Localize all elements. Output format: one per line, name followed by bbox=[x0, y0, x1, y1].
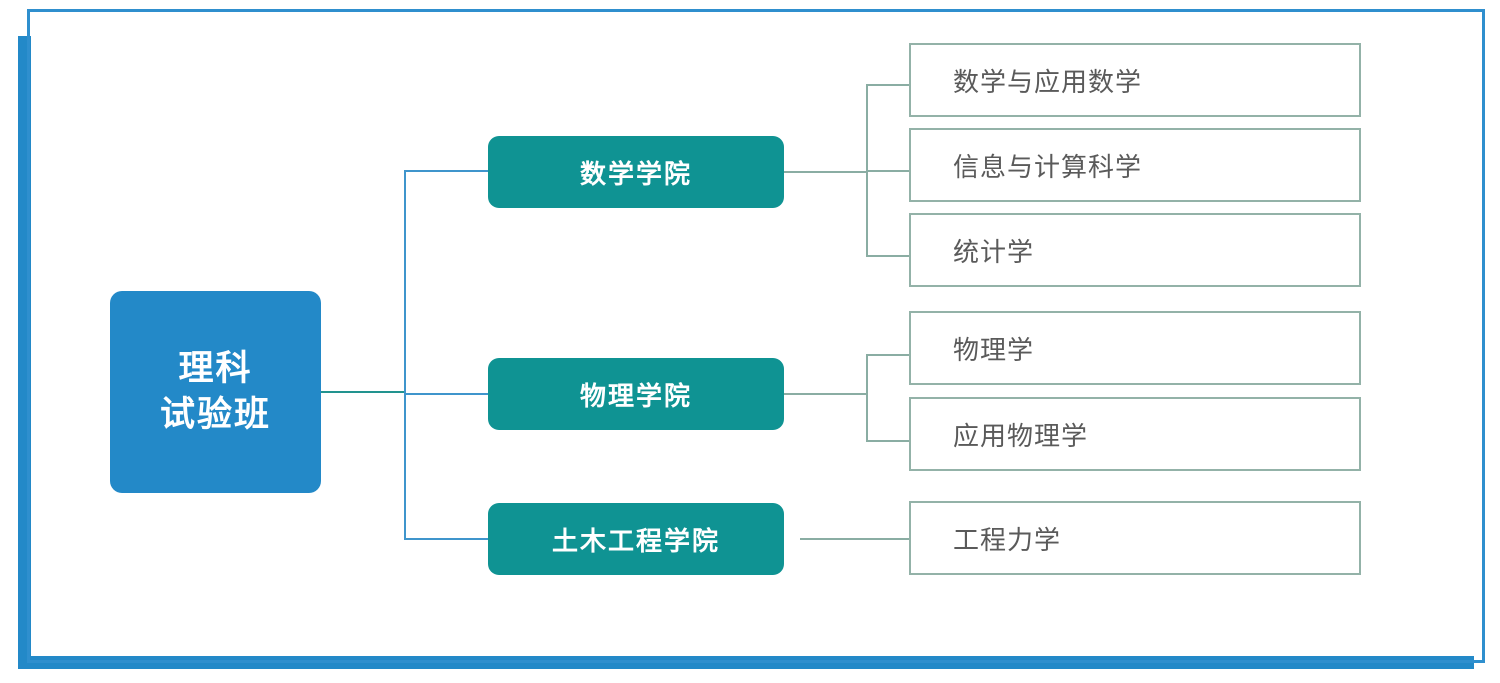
major-node[interactable]: 信息与计算科学 bbox=[909, 128, 1361, 202]
department-label: 数学学院 bbox=[579, 158, 692, 189]
major-node[interactable]: 统计学 bbox=[909, 213, 1361, 287]
major-label: 信息与计算科学 bbox=[953, 151, 1143, 182]
major-node[interactable]: 物理学 bbox=[909, 311, 1361, 385]
connector-math-major-3 bbox=[866, 255, 910, 257]
connector-math-major-1 bbox=[866, 84, 910, 86]
major-node[interactable]: 数学与应用数学 bbox=[909, 43, 1361, 117]
connector-math-major-2 bbox=[866, 170, 910, 172]
frame-outline bbox=[27, 9, 1485, 663]
major-label: 数学与应用数学 bbox=[953, 66, 1143, 97]
major-label: 物理学 bbox=[953, 334, 1035, 365]
root-node-line-1: 理科 bbox=[178, 348, 253, 388]
department-label: 土木工程学院 bbox=[551, 525, 720, 556]
major-node[interactable]: 工程力学 bbox=[909, 501, 1361, 575]
connector-root-to-spine bbox=[321, 391, 405, 393]
connector-spine-departments bbox=[404, 170, 406, 539]
connector-physics-major-2 bbox=[866, 440, 910, 442]
major-label: 工程力学 bbox=[953, 524, 1062, 555]
connector-spine-physics-majors bbox=[866, 354, 868, 441]
department-node-math[interactable]: 数学学院 bbox=[488, 136, 784, 208]
connector-spine-to-physics bbox=[404, 393, 489, 395]
connector-physics-major-1 bbox=[866, 354, 910, 356]
connector-math-to-spine bbox=[784, 171, 867, 173]
root-node-line-2: 试验班 bbox=[159, 395, 271, 434]
major-label: 统计学 bbox=[953, 236, 1035, 267]
department-node-civil-engineering[interactable]: 土木工程学院 bbox=[488, 503, 784, 575]
major-label: 应用物理学 bbox=[953, 420, 1089, 451]
connector-spine-to-civil bbox=[404, 538, 489, 540]
major-node[interactable]: 应用物理学 bbox=[909, 397, 1361, 471]
connector-physics-to-spine bbox=[784, 393, 867, 395]
root-node-science-experimental-class[interactable]: 理科 试验班 bbox=[110, 291, 321, 493]
connector-spine-to-math bbox=[404, 170, 489, 172]
department-node-physics[interactable]: 物理学院 bbox=[488, 358, 784, 430]
connector-civil-major-1 bbox=[800, 538, 910, 540]
department-label: 物理学院 bbox=[579, 380, 692, 411]
